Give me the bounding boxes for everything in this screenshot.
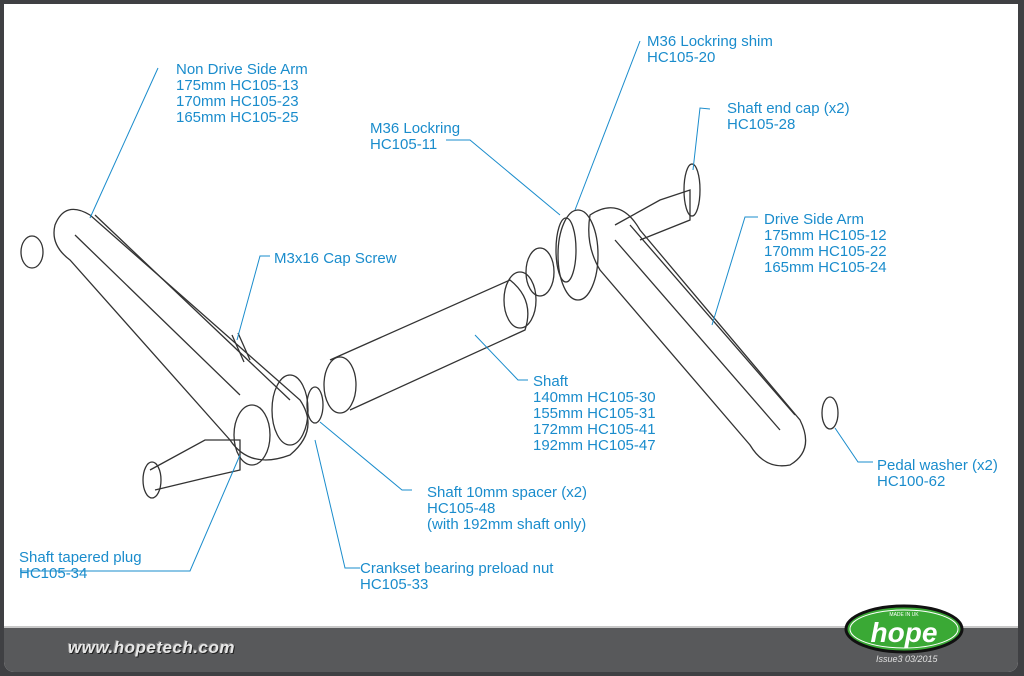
label-title: Shaft tapered plug xyxy=(19,549,142,566)
part-number: HC105-48 xyxy=(427,500,496,517)
label-cap-screw: M3x16 Cap Screw xyxy=(274,251,397,267)
exploded-crankset-drawing xyxy=(20,40,873,572)
label-shaft: Shaft 140mm HC105-30 155mm HC105-31 172m… xyxy=(533,374,656,454)
label-preload-nut: Crankset bearing preload nut HC105-33 xyxy=(360,561,553,593)
label-title: Crankset bearing preload nut xyxy=(360,560,554,577)
label-title: Drive Side Arm xyxy=(764,211,865,228)
part-number: 192mm HC105-47 xyxy=(533,437,656,454)
right-bearing xyxy=(525,247,555,297)
part-number: 170mm HC105-22 xyxy=(764,243,887,260)
drive-arm xyxy=(588,207,807,467)
part-number: HC105-28 xyxy=(727,116,796,133)
label-title: Non Drive Side Arm xyxy=(176,61,308,78)
part-number: HC105-33 xyxy=(360,576,429,593)
preload-nut xyxy=(271,374,309,446)
part-number: HC100-62 xyxy=(877,473,946,490)
part-number: HC105-11 xyxy=(370,136,438,153)
label-shaft-spacer: Shaft 10mm spacer (x2) HC105-48 (with 19… xyxy=(427,485,587,533)
label-title: Shaft xyxy=(533,373,569,390)
label-non-drive-side-arm: Non Drive Side Arm 175mm HC105-13 170mm … xyxy=(176,62,308,126)
pedal-washer-left xyxy=(20,235,44,269)
shaft xyxy=(329,279,529,411)
part-number: 140mm HC105-30 xyxy=(533,389,656,406)
label-title: Shaft 10mm spacer (x2) xyxy=(427,484,588,501)
svg-text:MADE IN UK: MADE IN UK xyxy=(889,612,919,618)
tapered-plug xyxy=(149,439,241,491)
shaft-end-cap xyxy=(614,189,691,241)
part-number: HC105-20 xyxy=(647,49,716,66)
label-title: M36 Lockring shim xyxy=(647,33,773,50)
label-title: Shaft end cap (x2) xyxy=(727,100,850,117)
label-lockring: M36 Lockring HC105-11 xyxy=(370,121,460,153)
part-number: 175mm HC105-13 xyxy=(176,77,299,94)
label-title: Pedal washer (x2) xyxy=(877,457,998,474)
label-lockring-shim: M36 Lockring shim HC105-20 xyxy=(647,34,773,66)
part-note: (with 192mm shaft only) xyxy=(427,516,587,533)
part-number: 170mm HC105-23 xyxy=(176,93,299,110)
pedal-washer-right xyxy=(821,396,839,430)
issue-date: Issue3 03/2015 xyxy=(876,654,938,664)
part-number: 165mm HC105-25 xyxy=(176,109,299,126)
part-number: 155mm HC105-31 xyxy=(533,405,656,422)
cap-screw xyxy=(231,332,251,363)
website-link[interactable]: www.hopetech.com xyxy=(68,638,236,657)
part-number: HC105-34 xyxy=(19,565,88,582)
part-number: 165mm HC105-24 xyxy=(764,259,887,276)
label-title: M3x16 Cap Screw xyxy=(274,250,397,267)
left-bearing xyxy=(233,404,271,466)
svg-text:hope: hope xyxy=(871,617,938,648)
label-shaft-end-cap: Shaft end cap (x2) HC105-28 xyxy=(727,101,850,133)
lockring-shim xyxy=(555,217,577,283)
label-pedal-washer: Pedal washer (x2) HC100-62 xyxy=(877,458,998,490)
label-title: M36 Lockring xyxy=(370,120,461,137)
diagram-page: Non Drive Side Arm 175mm HC105-13 170mm … xyxy=(4,4,1018,672)
part-number: 172mm HC105-41 xyxy=(533,421,656,438)
lockring xyxy=(557,209,599,301)
label-shaft-tapered-plug: Shaft tapered plug HC105-34 xyxy=(19,550,142,582)
non-drive-arm xyxy=(53,208,309,461)
label-drive-side-arm: Drive Side Arm 175mm HC105-12 170mm HC10… xyxy=(764,212,887,276)
hope-logo: MADE IN UK hope xyxy=(844,604,964,654)
part-number: 175mm HC105-12 xyxy=(764,227,887,244)
